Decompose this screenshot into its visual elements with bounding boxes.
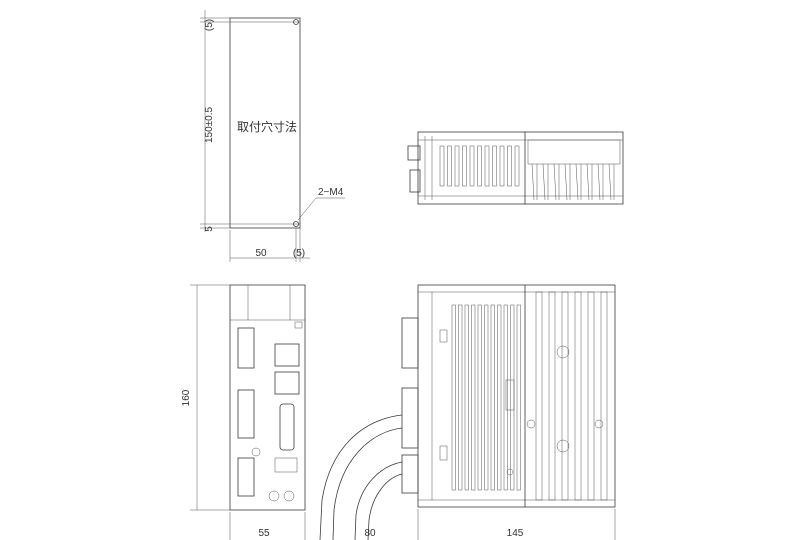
hole-callout: 2−M4 <box>318 187 344 198</box>
cable-outer <box>319 414 403 540</box>
plug-bottom <box>401 454 419 494</box>
front-view: 160 55 <box>181 284 306 540</box>
dsub-connector <box>279 403 295 451</box>
io-connector <box>237 457 255 497</box>
mount-hole-top <box>293 19 299 25</box>
rj45-port-1 <box>274 343 300 367</box>
hole-pitch-dim: 150±0.5 <box>204 107 215 144</box>
mount-hole-bottom <box>293 221 299 227</box>
plug-middle <box>401 387 419 449</box>
front-width-dim: 55 <box>258 528 270 539</box>
depth-dim: 145 <box>507 528 524 539</box>
mounting-hole-template: 取付穴寸法 (5) 150±0.5 5 50 (5) 2−M4 <box>200 10 345 262</box>
top-view <box>407 131 624 205</box>
rj45-port-2 <box>274 371 300 395</box>
mounting-outline <box>229 17 301 229</box>
side-view: 80 145 <box>319 284 616 540</box>
right-margin-dim: (5) <box>293 248 305 259</box>
front-height-dim: 160 <box>181 389 192 406</box>
mounting-hole-label: 取付穴寸法 <box>237 119 297 134</box>
hole-width-dim: 50 <box>255 248 267 259</box>
top-margin-dim: (5) <box>204 19 215 31</box>
plug-top <box>401 317 419 369</box>
cable-clearance-dim: 80 <box>364 528 376 539</box>
cable-inner <box>354 461 403 540</box>
motor-connector <box>237 389 255 439</box>
bottom-margin-dim: 5 <box>204 226 215 232</box>
power-connector <box>237 327 255 369</box>
